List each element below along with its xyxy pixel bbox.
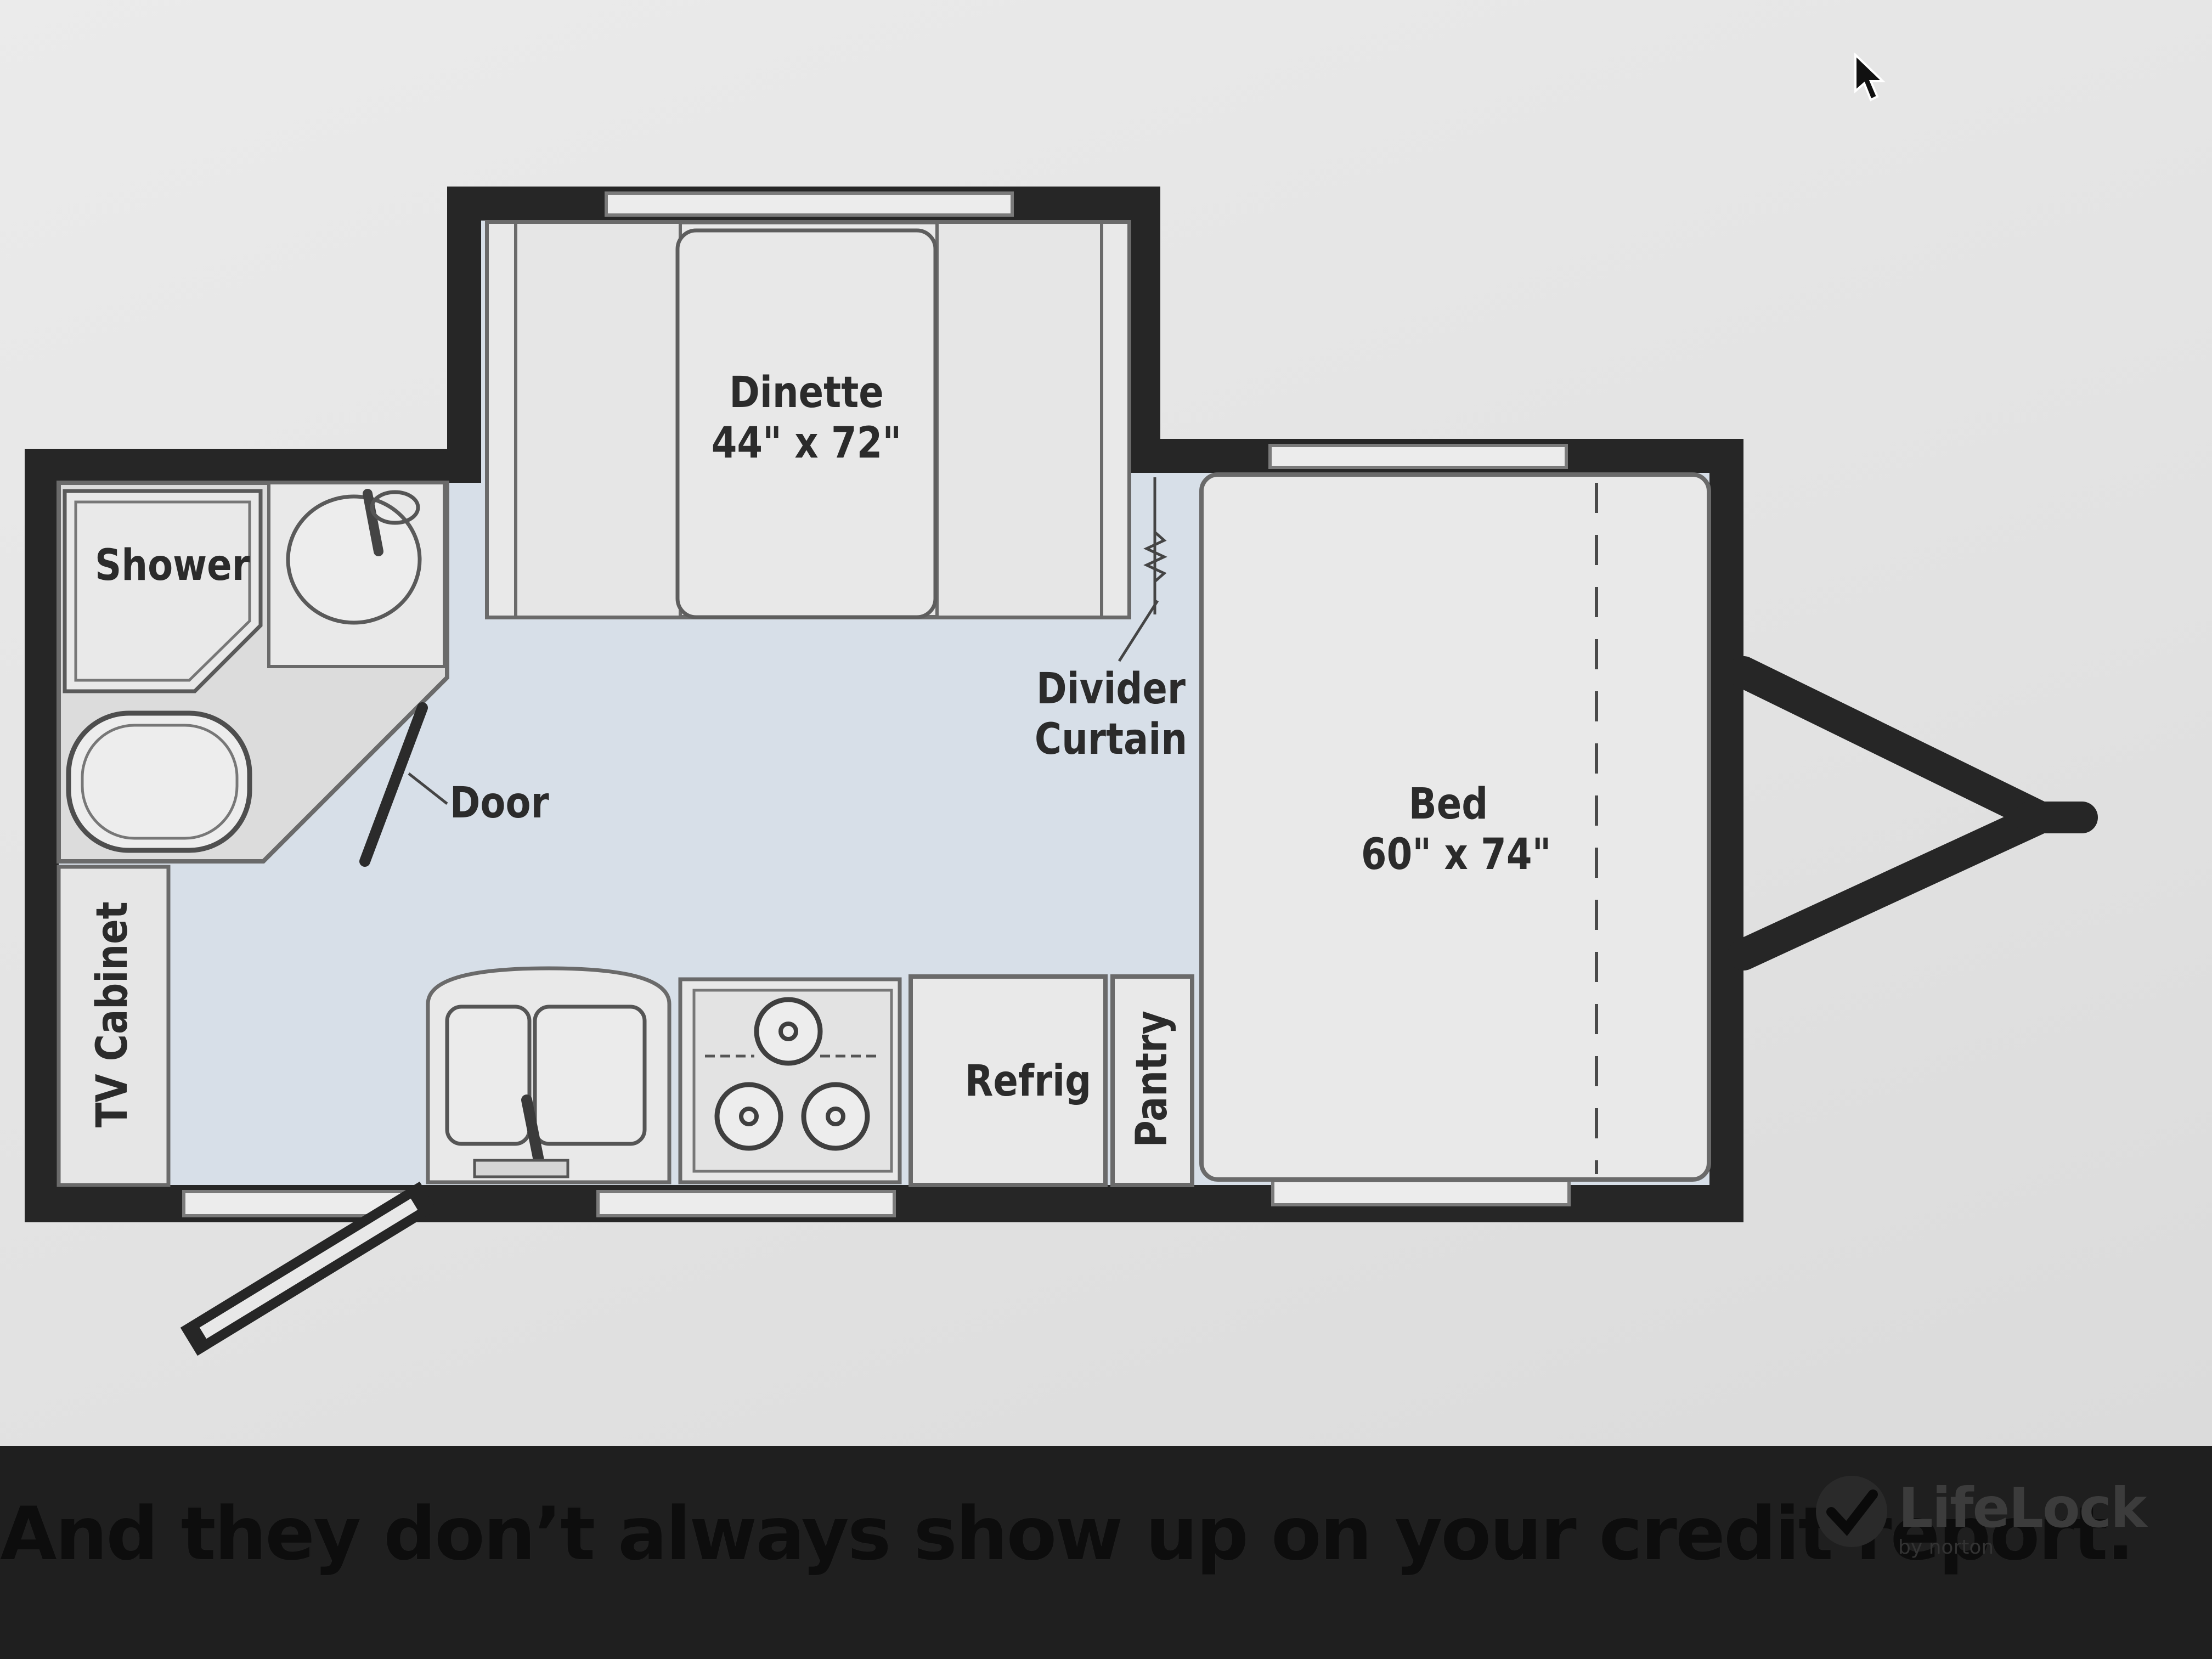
dinette-label: Dinette 44" x 72": [701, 368, 913, 469]
refrig-label: Refrig: [964, 1057, 1092, 1106]
bathroom: [57, 481, 449, 867]
floorplan-diagram: [25, 187, 2098, 1356]
refrig: [909, 974, 1108, 1187]
check-icon: [1816, 1476, 1887, 1547]
bed-name: Bed: [1408, 780, 1488, 829]
bed-size: 60" x 74": [1361, 830, 1551, 880]
lifelock-brand-name: LifeLock: [1898, 1476, 2147, 1540]
divider-curtain-line-2: Curtain: [1034, 715, 1188, 765]
dinette-name: Dinette: [729, 368, 884, 417]
divider-curtain: [1118, 477, 1167, 662]
pantry-label: Pantry: [1127, 1011, 1177, 1148]
dinette-size: 44" x 72": [711, 419, 902, 469]
hitch: [1728, 656, 2098, 970]
tv-cabinet-label: TV Cabinet: [87, 901, 137, 1128]
door-label: Door: [449, 778, 549, 828]
kitchen-sink: [426, 966, 672, 1184]
bed-label: Bed 60" x 74": [1361, 779, 1551, 880]
divider-curtain-line-1: Divider: [1036, 664, 1186, 714]
ad-banner-text[interactable]: And they don’t always show up on your cr…: [0, 1491, 2134, 1577]
bed: [1199, 472, 1711, 1182]
divider-curtain-label: Divider Curtain: [1033, 664, 1189, 765]
lifelock-brand-sub: by norton: [1898, 1536, 1994, 1559]
windows: [182, 191, 1571, 1217]
stove: [678, 977, 902, 1184]
shower-label: Shower: [95, 541, 250, 590]
pantry: [1110, 974, 1194, 1187]
dinette: [485, 220, 1131, 619]
mouse-cursor-icon: [1854, 53, 1886, 101]
entry-door-swing: [180, 1181, 437, 1356]
tv-cabinet: [57, 865, 171, 1187]
